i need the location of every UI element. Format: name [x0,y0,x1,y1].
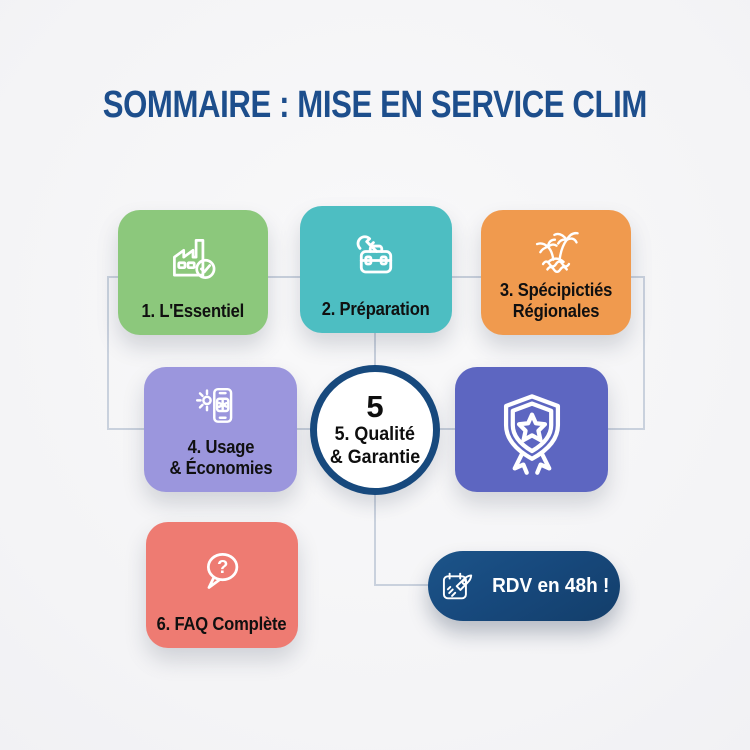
connector-right-vertical [643,276,645,430]
cta-label: RDV en 48h ! [491,574,610,597]
page-title: SOMMAIRE : MISE EN SERVICE CLIM [102,84,648,126]
palm-trees-icon [523,210,589,280]
card-faq-complete[interactable]: ? 6. FAQ Complète [146,522,298,648]
phone-snowflake-sun-icon [190,367,252,437]
card-label: 6. FAQ Complète [157,613,287,634]
question-bubble-icon: ? [189,522,255,614]
card-label: 3. Spécipictiés Régionales [499,279,613,321]
card-label: 1. L'Essentiel [141,300,245,321]
badge-number: 5 [366,389,384,425]
factory-check-icon [158,210,228,301]
card-label: 2. Préparation [322,298,430,319]
connector-card2-to-circle [374,330,376,374]
badge-label-line1: 5. Qualité [334,424,416,446]
award-shield-star-icon [484,367,580,492]
connector-circle-drop [374,490,376,586]
toolbox-wrench-icon [340,206,412,299]
step5-circle-badge[interactable]: 5 5. Qualité & Garantie [310,365,440,495]
connector-to-cta [374,584,434,586]
calendar-rocket-icon [436,564,480,608]
card-label: 4. Usage & Économies [169,436,272,478]
card-qualite-garantie[interactable] [455,367,608,492]
card-preparation[interactable]: 2. Préparation [300,206,452,333]
badge-label-line2: & Garantie [329,446,421,468]
cta-rdv-pill[interactable]: RDV en 48h ! [428,551,620,621]
card-specificites-regionales[interactable]: 3. Spécipictiés Régionales [481,210,631,335]
card-essentiel[interactable]: 1. L'Essentiel [118,210,268,335]
card-usage-economies[interactable]: 4. Usage & Économies [144,367,297,492]
question-mark-glyph: ? [217,556,228,577]
connector-left-vertical [107,276,109,430]
